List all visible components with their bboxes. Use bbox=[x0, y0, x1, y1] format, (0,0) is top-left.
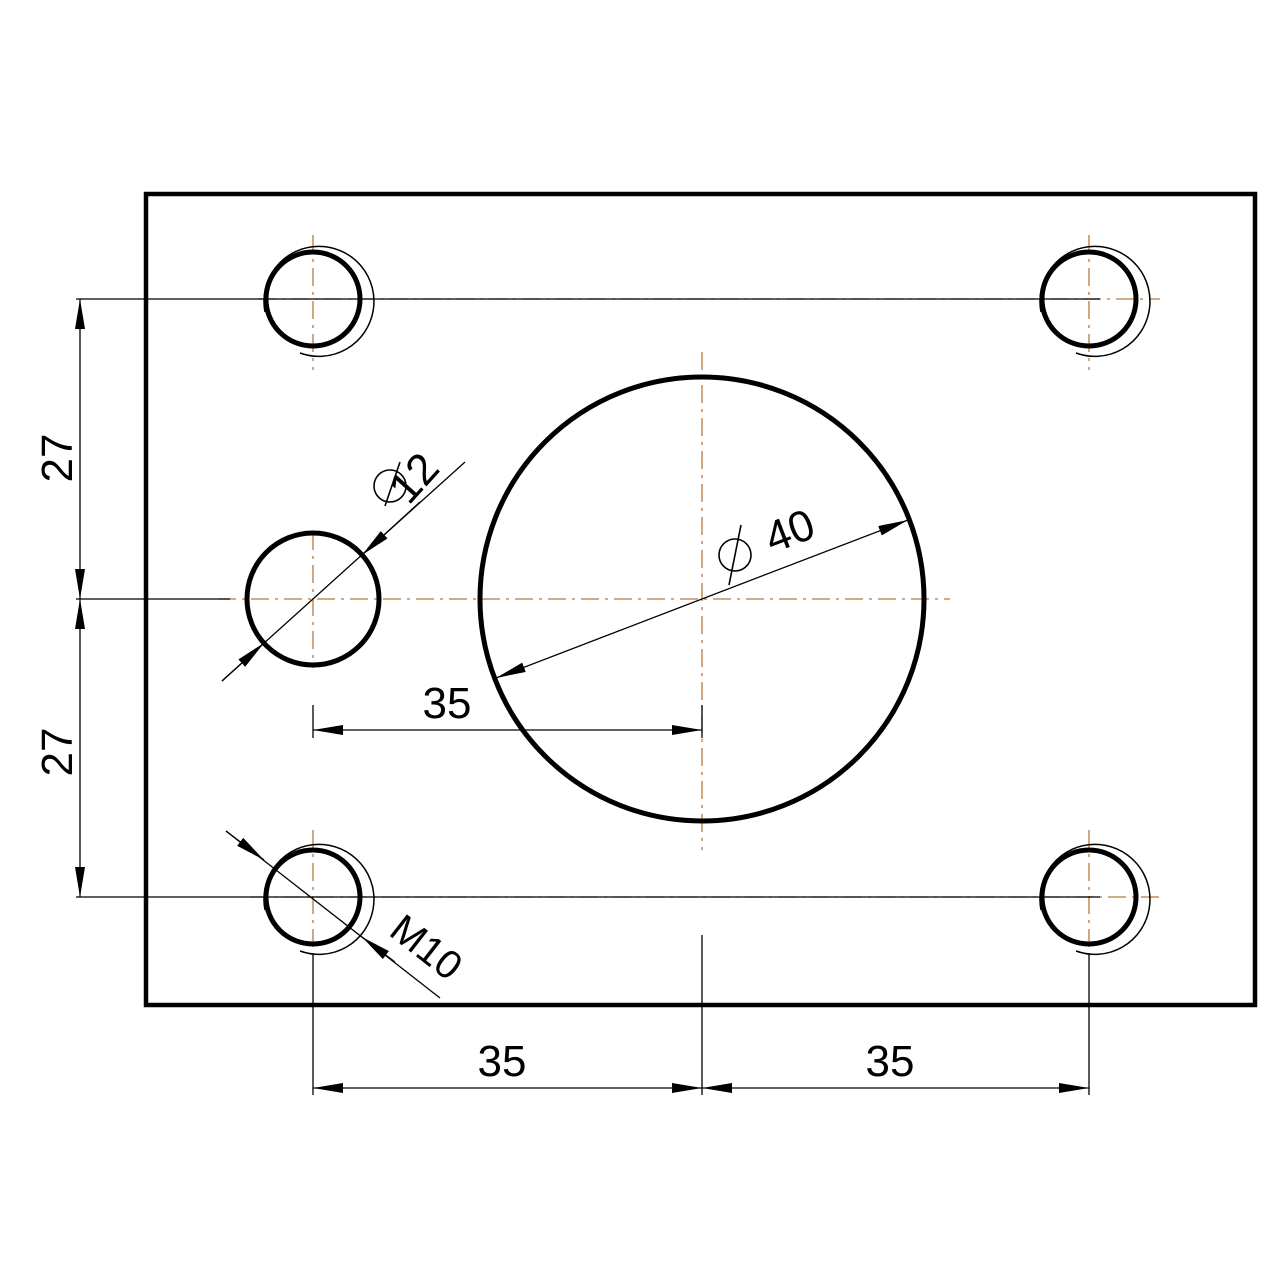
dim-label-bottom-vertical: 27 bbox=[33, 728, 82, 777]
dim-label-top-vertical: 27 bbox=[33, 434, 82, 483]
hole-top-left bbox=[263, 245, 375, 358]
dim-big-hole-diameter bbox=[495, 519, 909, 679]
dim-label-big-hole: 40 bbox=[758, 500, 821, 563]
dim-label-bottom-left: 35 bbox=[478, 1037, 527, 1086]
dim-label-hole-offset: 35 bbox=[423, 679, 472, 728]
hole-bottom-right bbox=[1039, 843, 1151, 956]
dim-label-bottom-right: 35 bbox=[866, 1037, 915, 1086]
hole-bottom-left bbox=[263, 843, 375, 956]
small-hole bbox=[244, 530, 382, 668]
dim-thread bbox=[225, 830, 441, 999]
dim-small-hole-diameter bbox=[221, 461, 466, 682]
extension-lines bbox=[76, 298, 1100, 1095]
dim-label-thread: M10 bbox=[382, 906, 470, 989]
center-lines bbox=[218, 235, 1160, 960]
hole-top-right bbox=[1039, 245, 1151, 358]
big-hole bbox=[477, 374, 927, 824]
